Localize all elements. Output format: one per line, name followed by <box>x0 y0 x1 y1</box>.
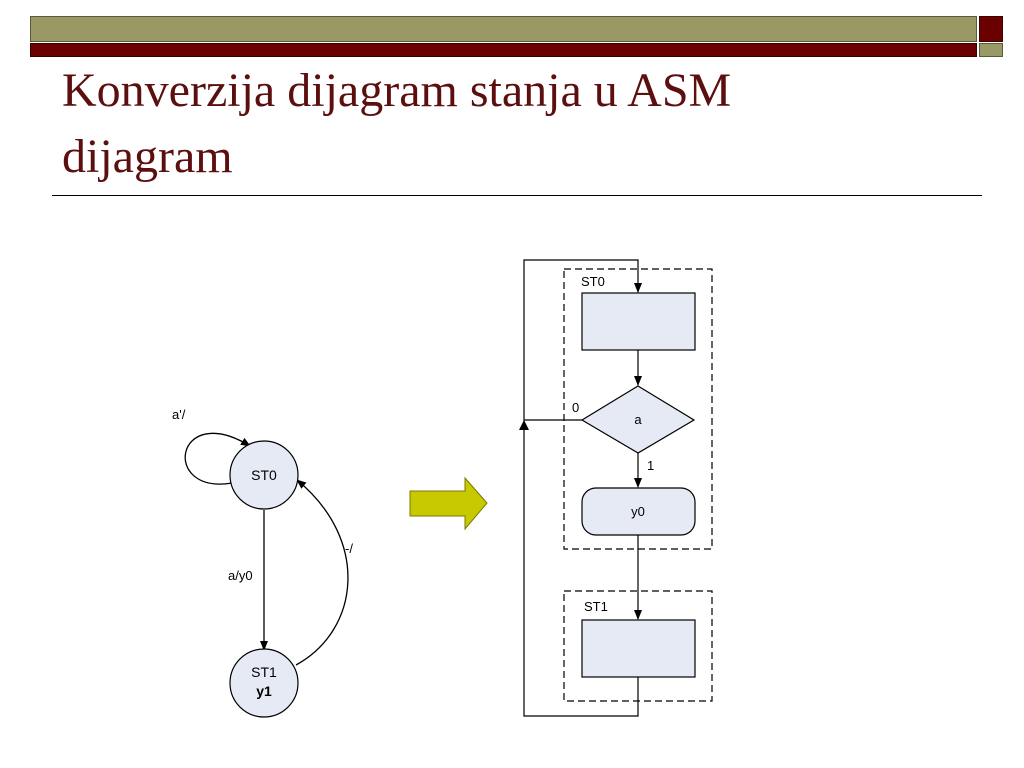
conversion-arrow <box>409 476 488 531</box>
slide-title-line-1: Konverzija dijagram stanja u ASM <box>62 64 732 117</box>
header-square-red <box>979 16 1003 42</box>
asm-branch-false-label: 0 <box>572 400 579 415</box>
slide-title-line-2: dijagram <box>62 130 233 183</box>
header-bar-red <box>30 43 977 57</box>
asm-chart: ST0 ST1 a y0 1 0 <box>519 259 713 717</box>
transition-label-st0-st1: a/y0 <box>228 568 253 583</box>
state-diagram: a'/ a/y0 -/ ST0 ST1 y1 <box>172 407 353 718</box>
asm-state-box-st1 <box>581 619 696 678</box>
slide-title: Konverzija dijagram stanja u ASM dijagra… <box>62 58 962 190</box>
state-node-st0 <box>229 440 299 510</box>
transition-st1-st0 <box>295 479 349 666</box>
title-underline <box>52 195 982 196</box>
transition-self-loop-st0 <box>184 432 251 485</box>
header-square-olive <box>979 43 1003 57</box>
state-node-st1 <box>229 648 299 718</box>
transition-label-self-loop: a'/ <box>172 407 186 422</box>
asm-block-label-st1: ST1 <box>584 599 608 614</box>
asm-decision-label: a <box>634 412 642 427</box>
asm-state-box-st0 <box>581 292 696 351</box>
header-bar-olive <box>30 16 977 42</box>
asm-branch-true-label: 1 <box>647 458 654 473</box>
state-label-st0: ST0 <box>251 467 277 483</box>
asm-flow-return-loop <box>523 259 642 717</box>
asm-flow-up-arrowhead <box>519 420 529 430</box>
state-label-st1: ST1 <box>251 664 277 680</box>
transition-label-st1-st0: -/ <box>345 541 353 556</box>
asm-block-label-st0: ST0 <box>581 274 605 289</box>
asm-conditional-output-label: y0 <box>631 504 645 519</box>
state-output-st1: y1 <box>256 683 272 699</box>
